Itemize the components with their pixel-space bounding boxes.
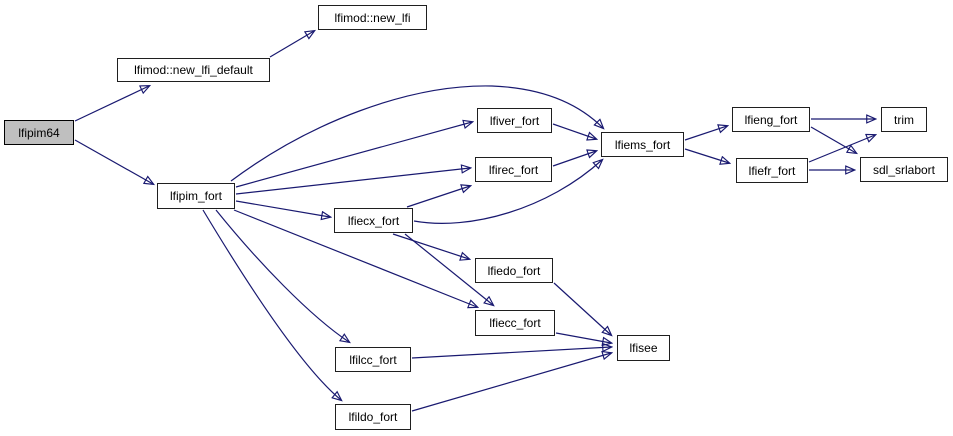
node-label: lfiecx_fort — [347, 213, 400, 228]
graph-node-lfipim64: lfipim64 — [4, 120, 74, 145]
edge-lfildo_fort-to-lfisee — [411, 353, 611, 412]
graph-node-lfiems_fort[interactable]: lfiems_fort — [601, 132, 684, 157]
edge-lfipim_fort-to-lfiems_fort — [230, 85, 603, 182]
edge-lfiecc_fort-to-lfisee — [555, 332, 611, 343]
graph-node-lfimod-new_lfi[interactable]: lfimod::new_lfi — [318, 5, 427, 30]
graph-node-sdl_srlabort[interactable]: sdl_srlabort — [860, 157, 948, 182]
graph-node-lfieng_fort[interactable]: lfieng_fort — [732, 107, 810, 132]
edge-lfiedo_fort-to-lfisee — [553, 282, 611, 335]
graph-node-lfiedo_fort[interactable]: lfiedo_fort — [475, 258, 553, 283]
edge-lfipim_fort-to-lfirec_fort — [235, 168, 470, 195]
edge-lfipim_fort-to-lfildo_fort — [202, 209, 341, 400]
edge-lfiems_fort-to-lfiefr_fort — [684, 148, 729, 163]
edge-lfieng_fort-to-sdl_srlabort — [810, 126, 856, 153]
edge-lfilcc_fort-to-lfisee — [411, 347, 611, 359]
graph-node-lfiefr_fort[interactable]: lfiefr_fort — [736, 158, 808, 183]
graph-node-lfirec_fort[interactable]: lfirec_fort — [475, 157, 552, 182]
node-label: trim — [894, 112, 914, 127]
graph-node-lfilcc_fort[interactable]: lfilcc_fort — [335, 347, 411, 372]
edge-lfiecx_fort-to-lfirec_fort — [406, 186, 470, 208]
node-label: lfirec_fort — [488, 162, 539, 177]
edge-lfiecx_fort-to-lfiecc_fort — [404, 233, 493, 305]
edge-lfipim_fort-to-lfiver_fort — [235, 122, 472, 188]
node-label: lfimod::new_lfi — [334, 10, 411, 25]
edge-lfipim_fort-to-lfiecx_fort — [235, 200, 330, 217]
graph-node-trim[interactable]: trim — [881, 107, 927, 132]
node-label: lfiecc_fort — [489, 316, 541, 330]
graph-node-lfipim_fort[interactable]: lfipim_fort — [157, 183, 235, 209]
node-label: lfiedo_fort — [487, 263, 541, 278]
node-label: lfipim_fort — [169, 189, 222, 203]
node-label: lfieng_fort — [744, 112, 798, 127]
node-label: lfiver_fort — [489, 113, 540, 128]
node-label: lfimod::new_lfi_default — [134, 63, 253, 77]
edge-lfipim64-to-lfimod-new_lfi_default — [74, 86, 149, 122]
edge-lfipim_fort-to-lfilcc_fort — [215, 209, 349, 342]
graph-node-lfildo_fort[interactable]: lfildo_fort — [335, 404, 411, 430]
node-label: lfildo_fort — [348, 410, 398, 424]
edge-lfiems_fort-to-lfieng_fort — [684, 126, 727, 141]
graph-node-lfiecx_fort[interactable]: lfiecx_fort — [334, 208, 413, 233]
edge-lfipim_fort-to-lfiecc_fort — [233, 209, 477, 307]
graph-node-lfimod-new_lfi_default[interactable]: lfimod::new_lfi_default — [117, 58, 270, 82]
graph-node-lfiver_fort[interactable]: lfiver_fort — [477, 108, 552, 133]
node-label: lfiems_fort — [614, 137, 671, 152]
graph-node-lfisee[interactable]: lfisee — [617, 335, 670, 361]
edge-lfirec_fort-to-lfiems_fort — [552, 151, 596, 167]
edge-lfiver_fort-to-lfiems_fort — [552, 123, 596, 139]
node-label: sdl_srlabort — [872, 162, 936, 177]
node-label: lfilcc_fort — [349, 352, 397, 367]
graph-node-lfiecc_fort[interactable]: lfiecc_fort — [475, 310, 555, 336]
node-label: lfiefr_fort — [748, 163, 796, 178]
node-label: lfisee — [629, 341, 658, 355]
node-label: lfipim64 — [18, 125, 60, 140]
edge-lfiefr_fort-to-trim — [808, 135, 875, 163]
edge-lfimod-new_lfi_default-to-lfimod-new_lfi — [269, 31, 314, 58]
edge-lfiecx_fort-to-lfiems_fort — [413, 160, 602, 224]
edge-lfipim64-to-lfipim_fort — [74, 139, 153, 184]
edge-lfiecx_fort-to-lfiedo_fort — [392, 233, 469, 259]
